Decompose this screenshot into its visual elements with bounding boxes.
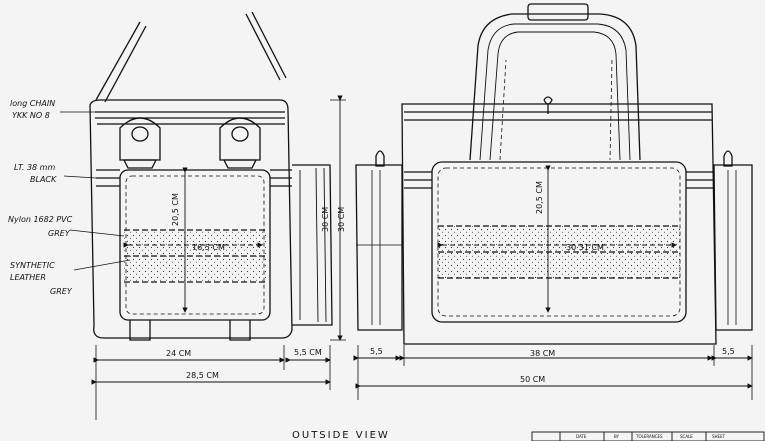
front-view [353,3,753,400]
front-strap-clip-left [375,150,385,167]
front-pocket-panel [431,161,687,323]
zipper-label-line1: long CHAIN [10,99,55,108]
title-block [531,431,765,441]
front-right-pocket-label: 5,5 [722,347,735,356]
title-block-scale: SCALE [680,434,693,439]
title-block-by: BY [614,434,620,439]
side-depth-label: 24 CM [166,349,191,358]
side-buckle-left [119,117,161,169]
side-width-inner-label: 16,5 CM [192,243,225,252]
front-handle [469,13,641,161]
side-height-total-label: 30 CM [337,207,346,232]
front-body-outline [401,103,717,345]
side-shoulder-strap [95,11,287,103]
side-pocket-label: 5,5 CM [294,348,322,357]
side-height-outer-label: 30 CM [321,207,330,232]
front-body-label: 38 CM [530,349,555,358]
side-feet [129,320,251,341]
front-width-inner-label: 30 31 CM [566,243,604,252]
side-total-width-label: 28,5 CM [186,371,219,380]
leather-label-line3: GREY [50,287,73,296]
title-block-tolerances: TOLERANCES [635,434,663,439]
front-strap-clip-right [723,150,733,167]
side-height-inner-label: 20,5 CM [171,193,180,226]
side-buckle-right [219,117,261,169]
front-height-inner-label: 20,5 CM [535,181,544,214]
front-left-pocket [355,164,403,331]
zipper-label-line2: YKK NO 8 [12,111,50,120]
leather-label-line2: LEATHER [10,273,46,282]
leather-label-line1: SYNTHETIC [10,261,55,270]
side-horizontal-strap [96,169,292,187]
front-zipper-puller [543,96,553,114]
leader-lines [60,111,131,271]
title-block-sheet: SHEET [712,434,726,439]
side-attached-pocket [292,164,333,326]
front-total-label: 50 CM [520,375,545,384]
view-title: OUTSIDE VIEW [292,430,390,441]
front-zip-band [404,111,712,121]
side-top-band [95,111,285,125]
title-block-date: DATE [576,434,587,439]
nylon-label-line1: Nylon 1682 PVC [8,215,73,224]
nylon-label-line2: GREY [48,229,71,238]
side-body-outline [89,99,293,339]
front-right-pocket [713,164,753,331]
side-pocket-panel [119,169,271,321]
front-handle-grip [527,3,589,21]
side-view [89,11,346,420]
buckle-label-line2: BLACK [30,175,57,184]
buckle-label-line1: LT. 38 mm [14,163,55,172]
front-left-pocket-label: 5,5 [370,347,383,356]
